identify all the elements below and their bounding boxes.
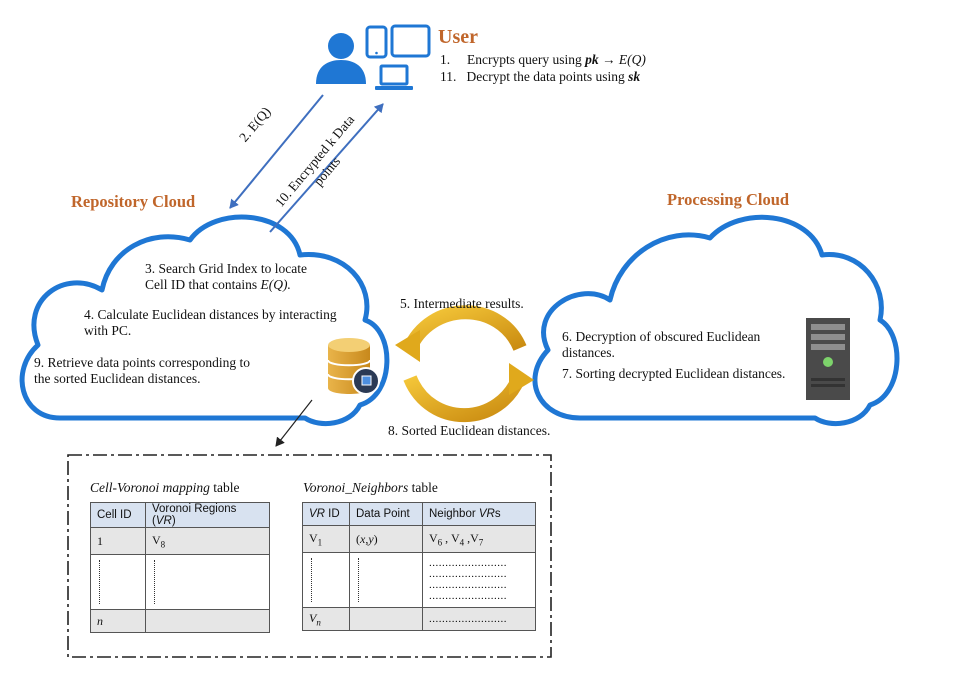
table2-col-vrid: VR ID bbox=[302, 502, 350, 526]
step1-text: Encrypts query using bbox=[467, 52, 586, 67]
table2-rown-c1: Vn bbox=[302, 607, 350, 631]
table1-col-cellid: Cell ID bbox=[90, 502, 146, 528]
vertical-ellipsis bbox=[99, 560, 139, 604]
dots-line: ........................ bbox=[429, 590, 507, 602]
server-icon bbox=[806, 318, 850, 400]
repository-cloud bbox=[19, 214, 390, 427]
user-step1: 1. Encrypts query using pk → E(Q) bbox=[440, 52, 646, 68]
step9-line2: the sorted Euclidean distances. bbox=[34, 371, 201, 386]
dots-line: ........................ bbox=[429, 579, 507, 591]
phone-icon bbox=[365, 25, 388, 59]
step4-line2: with PC. bbox=[84, 323, 132, 338]
table1-row1-c2: V8 bbox=[145, 527, 270, 555]
vertical-ellipsis bbox=[311, 558, 343, 602]
table2-col-datapoint: Data Point bbox=[349, 502, 423, 526]
laptop-icon bbox=[375, 64, 413, 90]
user-title: User bbox=[438, 26, 478, 48]
step4-line1: 4. Calculate Euclidean distances by inte… bbox=[84, 307, 337, 322]
step1-number: 1. bbox=[440, 52, 451, 67]
table1-row-ellipsis-c2 bbox=[145, 554, 270, 610]
step1-arrow: → bbox=[601, 52, 616, 67]
table2-rown-c2 bbox=[349, 607, 423, 631]
table2-row1-c1: V1 bbox=[302, 525, 350, 553]
vertical-ellipsis bbox=[358, 558, 416, 602]
step6-line2: distances. bbox=[562, 345, 615, 360]
table1-rown-c2 bbox=[145, 609, 270, 633]
step6-line1: 6. Decryption of obscured Euclidean bbox=[562, 329, 761, 344]
tables-container bbox=[67, 454, 552, 658]
table2-col-neighbors: Neighbor VRs bbox=[422, 502, 536, 526]
repository-step4: 4. Calculate Euclidean distances by inte… bbox=[84, 307, 337, 339]
table2-row-ellipsis-c2 bbox=[349, 552, 423, 608]
step1-result: E(Q) bbox=[618, 52, 646, 67]
cell-voronoi-table: Cell ID Voronoi Regions (VR) 1 V8 n bbox=[90, 502, 270, 633]
step3-line1: 3. Search Grid Index to locate bbox=[145, 261, 307, 276]
table2-row1-c2: (x,y) bbox=[349, 525, 423, 553]
table2-row1-c3: V6 , V4 ,V7 bbox=[422, 525, 536, 553]
processing-title: Processing Cloud bbox=[667, 190, 790, 209]
step11-text: Decrypt the data points using bbox=[466, 69, 629, 84]
arrow-step2 bbox=[229, 94, 324, 209]
dots-line: ........................ bbox=[429, 568, 507, 580]
step9-line1: 9. Retrieve data points corresponding to bbox=[34, 355, 250, 370]
exchange-step5: 5. Intermediate results. bbox=[400, 296, 524, 311]
arrow-to-tables bbox=[275, 399, 313, 447]
database-icon bbox=[327, 338, 380, 395]
step3-line2a: Cell ID that contains bbox=[145, 277, 261, 292]
repository-step3: 3. Search Grid Index to locate Cell ID t… bbox=[145, 261, 307, 293]
processing-step6: 6. Decryption of obscured Euclidean dist… bbox=[562, 329, 760, 361]
table1-rown-c1: n bbox=[90, 609, 146, 633]
step1-key: pk bbox=[585, 52, 599, 67]
table2-caption-rest: table bbox=[408, 480, 438, 495]
vertical-ellipsis bbox=[154, 560, 263, 604]
user-icon bbox=[316, 33, 366, 84]
table2-caption-italic: Voronoi_Neighbors bbox=[303, 480, 409, 495]
step3-line2b: E(Q). bbox=[260, 277, 291, 292]
user-step11: 11. Decrypt the data points using sk bbox=[440, 69, 640, 85]
table1-row1-c1: 1 bbox=[90, 527, 146, 555]
cycle-arrows-icon bbox=[395, 305, 534, 423]
repository-step9: 9. Retrieve data points corresponding to… bbox=[34, 355, 250, 387]
table2-rown-c3: ........................ bbox=[422, 607, 536, 631]
table1-row-ellipsis-c1 bbox=[90, 554, 146, 610]
step11-number: 11. bbox=[440, 69, 457, 84]
table2-row-ellipsis-c1 bbox=[302, 552, 350, 608]
dots-line: ........................ bbox=[429, 557, 507, 569]
step11-key: sk bbox=[628, 69, 641, 84]
table1-caption: Cell-Voronoi mapping table bbox=[90, 480, 240, 496]
processing-step7: 7. Sorting decrypted Euclidean distances… bbox=[562, 366, 786, 381]
table1-caption-italic: Cell-Voronoi mapping bbox=[90, 480, 210, 495]
table1-caption-rest: table bbox=[209, 480, 240, 495]
table1-col-vr: Voronoi Regions (VR) bbox=[145, 502, 270, 528]
table2-caption: Voronoi_Neighbors table bbox=[303, 480, 438, 496]
voronoi-neighbors-table: VR ID Data Point Neighbor VRs V1 (x,y) V… bbox=[302, 502, 536, 631]
repository-title: Repository Cloud bbox=[71, 192, 196, 211]
table2-row-ellipsis-c3: ........................ ...............… bbox=[422, 552, 536, 608]
arrow-step10 bbox=[269, 103, 384, 233]
tablet-icon bbox=[390, 24, 431, 58]
exchange-step8: 8. Sorted Euclidean distances. bbox=[388, 423, 551, 438]
